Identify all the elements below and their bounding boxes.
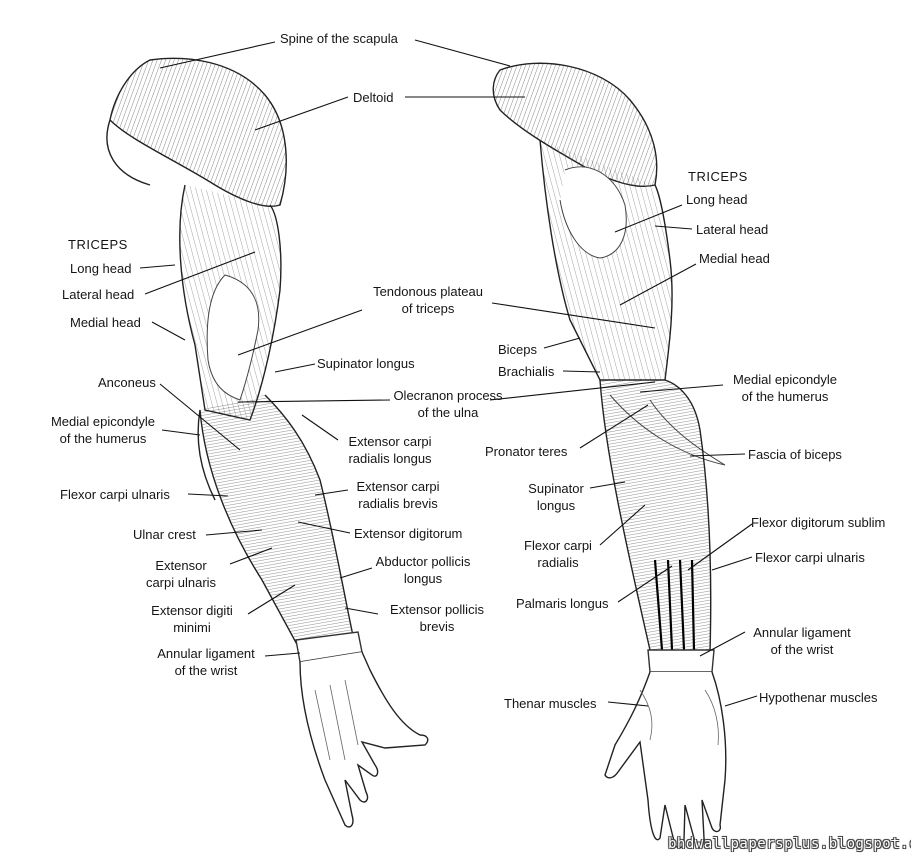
label-extensor-carpi-ulnaris-line2: carpi ulnaris xyxy=(145,575,217,590)
label-olecranon-line2: of the ulna xyxy=(417,405,479,420)
label-palmaris-longus: Palmaris longus xyxy=(516,596,609,611)
label-annular-right-line1: Annular ligament xyxy=(753,625,851,640)
label-ext-carpi-rad-longus: Extensor carpi radialis longus xyxy=(348,433,431,467)
label-supinator-longus-right-line1: Supinator xyxy=(528,481,584,496)
label-ext-carpi-rad-brevis: Extensor carpi radialis brevis xyxy=(356,478,439,512)
label-flexor-carpi-ulnaris-left: Flexor carpi ulnaris xyxy=(60,487,170,502)
label-extensor-carpi-ulnaris-line1: Extensor xyxy=(155,558,207,573)
label-ext-carpi-rad-brevis-line1: Extensor carpi xyxy=(356,479,440,494)
right-arm-drawing xyxy=(492,62,727,849)
label-supinator-longus-right-line2: longus xyxy=(536,498,576,513)
label-extensor-pollicis-brevis: Extensor pollicis brevis xyxy=(390,601,484,635)
label-flexor-carpi-radialis-line2: radialis xyxy=(537,555,579,570)
label-olecranon: Olecranon process of the ulna xyxy=(393,387,502,421)
label-pronator-teres: Pronator teres xyxy=(485,444,568,459)
label-triceps-left: TRICEPS xyxy=(68,237,128,252)
label-extensor-digitorum: Extensor digitorum xyxy=(354,526,463,541)
label-spine-of-scapula: Spine of the scapula xyxy=(280,31,398,46)
label-flexor-carpi-radialis: Flexor carpi radialis xyxy=(524,537,592,571)
label-brachialis: Brachialis xyxy=(498,364,555,379)
label-flexor-carpi-ulnaris-right: Flexor carpi ulnaris xyxy=(755,550,865,565)
label-extensor-digiti-minimi: Extensor digiti minimi xyxy=(151,602,233,636)
label-lateral-head-left: Lateral head xyxy=(62,287,135,302)
label-deltoid: Deltoid xyxy=(353,90,394,105)
label-tendonous-plateau: Tendonous plateau of triceps xyxy=(373,283,483,317)
label-supinator-longus-left: Supinator longus xyxy=(317,356,415,371)
right-forearm xyxy=(599,379,712,653)
label-long-head-right: Long head xyxy=(686,192,748,207)
label-medial-epicondyle-left-line1: Medial epicondyle xyxy=(50,414,156,429)
label-ext-carpi-rad-longus-line2: radialis longus xyxy=(348,451,432,466)
label-ext-carpi-rad-longus-line1: Extensor carpi xyxy=(348,434,432,449)
label-tendonous-plateau-line1: Tendonous plateau xyxy=(373,284,483,299)
label-flexor-digitorum-sublimis: Flexor digitorum sublim xyxy=(751,515,886,530)
label-supinator-longus-right: Supinator longus xyxy=(528,480,584,514)
label-extensor-digiti-minimi-line1: Extensor digiti xyxy=(151,603,233,618)
label-fascia-of-biceps: Fascia of biceps xyxy=(748,447,842,462)
leader-lines xyxy=(139,39,758,707)
left-deltoid-shape xyxy=(109,57,287,207)
label-medial-epicondyle-right-line1: Medial epicondyle xyxy=(732,372,838,387)
right-hand xyxy=(604,671,727,849)
label-ext-carpi-rad-brevis-line2: radialis brevis xyxy=(358,496,438,511)
label-annular-left-line2: of the wrist xyxy=(174,663,238,678)
label-triceps-right: TRICEPS xyxy=(688,169,748,184)
left-forearm xyxy=(199,394,356,651)
label-thenar-muscles: Thenar muscles xyxy=(504,696,597,711)
label-medial-epicondyle-left: Medial epicondyle of the humerus xyxy=(51,413,155,447)
label-abductor-pollicis: Abductor pollicis longus xyxy=(376,553,471,587)
label-anconeus: Anconeus xyxy=(98,375,156,390)
label-hypothenar-muscles: Hypothenar muscles xyxy=(759,690,878,705)
label-medial-head-right: Medial head xyxy=(699,251,770,266)
label-lateral-head-right: Lateral head xyxy=(696,222,769,237)
label-tendonous-plateau-line2: of triceps xyxy=(401,301,455,316)
label-flexor-carpi-radialis-line1: Flexor carpi xyxy=(524,538,592,553)
left-arm-drawing xyxy=(106,57,429,828)
label-abductor-pollicis-line1: Abductor pollicis xyxy=(375,554,471,569)
label-annular-left-line1: Annular ligament xyxy=(157,646,255,661)
left-hand xyxy=(299,651,429,828)
label-biceps: Biceps xyxy=(498,342,538,357)
label-long-head-left: Long head xyxy=(70,261,132,276)
label-extensor-pollicis-brevis-line2: brevis xyxy=(419,619,455,634)
label-medial-epicondyle-right-line2: of the humerus xyxy=(741,389,829,404)
label-annular-right-line2: of the wrist xyxy=(770,642,834,657)
label-extensor-carpi-ulnaris: Extensor carpi ulnaris xyxy=(146,557,216,591)
label-ulnar-crest: Ulnar crest xyxy=(133,527,196,542)
label-annular-ligament-left: Annular ligament of the wrist xyxy=(157,645,255,679)
label-medial-head-left: Medial head xyxy=(70,315,141,330)
label-medial-epicondyle-left-line2: of the humerus xyxy=(59,431,147,446)
label-extensor-pollicis-brevis-line1: Extensor pollicis xyxy=(390,602,484,617)
label-annular-ligament-right: Annular ligament of the wrist xyxy=(753,624,851,658)
label-medial-epicondyle-right: Medial epicondyle of the humerus xyxy=(733,371,837,405)
watermark-text: bhdwallpapersplus.blogspot.com xyxy=(668,836,911,852)
label-abductor-pollicis-line2: longus xyxy=(403,571,443,586)
label-olecranon-line1: Olecranon process xyxy=(393,388,503,403)
label-extensor-digiti-minimi-line2: minimi xyxy=(173,620,211,635)
